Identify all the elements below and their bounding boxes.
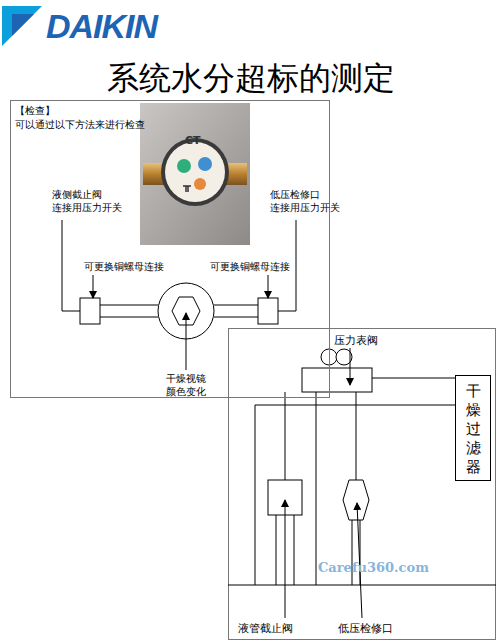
part-label: 压力表阀 [334, 334, 378, 347]
sight-glass-photo [140, 103, 250, 245]
part-label: 低压检修口 [338, 622, 393, 635]
node-text: 可以通过以下方法来进行检查 [15, 118, 145, 131]
logo-mark [2, 6, 42, 46]
right-schematic [228, 348, 496, 618]
part-label: 可更换铜螺母连接 [210, 260, 290, 273]
part-label: 可更换铜螺母连接 [84, 260, 164, 273]
part-label: 干燥视镜 颜色变化 [156, 372, 216, 398]
part-label: 低压检修口 连接用压力开关 [270, 188, 350, 214]
panel-frame [229, 329, 496, 640]
watermark: Carefu360.com [318, 561, 429, 574]
brand-logo: DAIKIN [46, 6, 157, 46]
panel-box: 【检查】可以通过以下方法来进行检查 [10, 100, 330, 398]
left-schematic [62, 220, 296, 370]
node-heading: 【检查】 [15, 104, 55, 117]
part-label: 液侧截止阀 连接用压力开关 [52, 188, 132, 214]
page-title: 系统水分超标的测定 [0, 58, 501, 98]
photo-mark: CT [185, 134, 201, 147]
part-label: 液管截止阀 [238, 622, 293, 635]
node-heading: 干燥过滤器 [456, 382, 490, 477]
filter-box: 干燥过滤器 [455, 375, 491, 481]
